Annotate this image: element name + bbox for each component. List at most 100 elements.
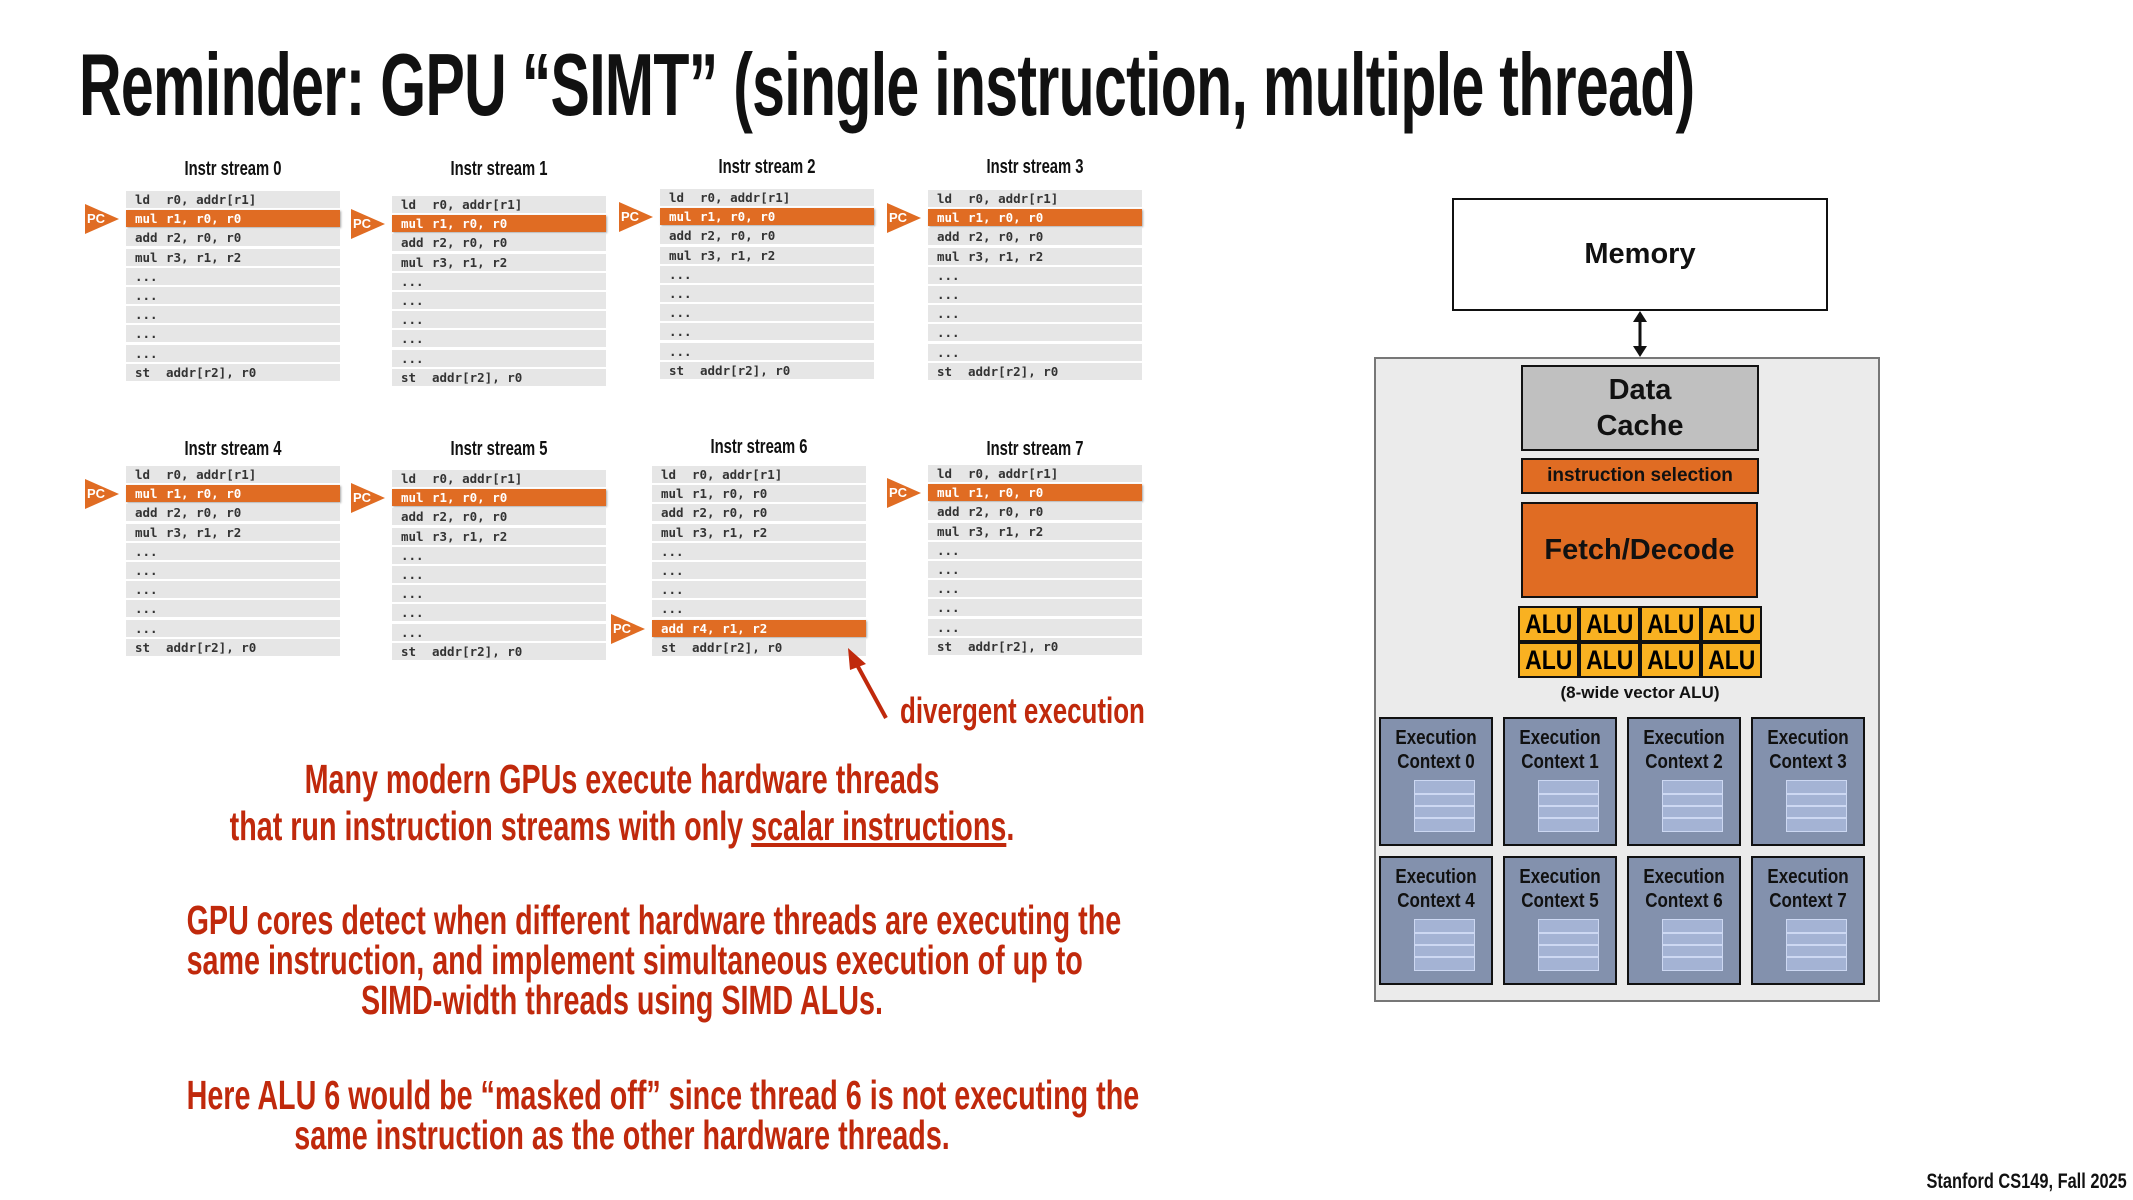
paragraph-3-line-2: same instruction as the other hardware t… [294,1112,950,1158]
alu-label: ALU [1585,644,1634,675]
program-counter-marker: PC [887,478,921,509]
operands: r3, r1, r2 [700,247,776,263]
operands: addr[r2], r0 [968,363,1059,379]
p1-underlined: scalar instructions [751,803,1007,849]
operands: r0, addr[r1] [166,192,257,207]
opcode: mul [661,486,684,502]
instruction-row: ... [126,600,340,618]
instruction-row: ... [660,323,874,341]
opcode: ld [401,471,417,486]
opcode: st [401,643,417,659]
opcode: st [661,639,677,655]
opcode: ... [937,344,960,360]
stream-title: Instr stream 5 [450,438,548,460]
operands: r0, addr[r1] [432,471,523,486]
operands: r1, r0, r0 [432,216,508,232]
opcode: ... [401,624,424,640]
context-label-line-1: Execution [1519,727,1601,749]
context-label-line-2: Context 4 [1397,890,1475,912]
operands: addr[r2], r0 [432,643,523,659]
opcode: st [135,639,151,655]
instruction-row: ... [928,599,1142,617]
instruction-row: ... [126,344,340,362]
instruction-row: ... [126,619,340,637]
operands: r2, r0, r0 [166,230,242,246]
alu-5: ALU [1579,642,1640,678]
register-file-icon [1786,780,1847,832]
instruction-row: st addr[r2], r0 [392,642,606,660]
pc-arrow-icon [887,203,921,234]
opcode: mul [937,485,960,501]
operands: r0, addr[r1] [700,190,791,205]
opcode: add [937,504,960,520]
opcode: mul [135,249,158,265]
context-label-line-2: Context 7 [1769,890,1847,912]
alu-label: ALU [1707,644,1756,675]
operands: r3, r1, r2 [166,249,242,265]
opcode: ... [669,285,692,301]
operands: addr[r2], r0 [432,369,523,385]
opcode: ... [135,287,158,303]
instruction-row: ... [928,541,1142,559]
instruction-row: mul r3, r1, r2 [126,248,340,266]
pc-arrow-icon [85,479,119,510]
operands: r0, addr[r1] [968,466,1059,481]
opcode: mul [669,247,692,263]
operands: r2, r0, r0 [692,505,768,521]
p1-prefix: that run instruction streams with only [229,803,752,849]
opcode: mul [401,254,424,270]
opcode: ... [135,620,158,636]
instruction-row: ... [652,561,866,579]
opcode: ld [937,191,953,206]
instruction-row: ... [392,349,606,367]
fetch-decode-box: Fetch/Decode [1521,502,1758,598]
operands: r2, r0, r0 [432,509,508,525]
pc-label: PC [353,490,372,506]
alu-label: ALU [1585,608,1634,639]
stream-title: Instr stream 1 [450,158,548,180]
opcode: mul [661,524,684,540]
opcode: ... [401,292,424,308]
pc-label: PC [87,486,106,502]
operands: r2, r0, r0 [166,505,242,521]
context-label-line-1: Execution [1395,866,1477,888]
paragraph-3-line-1: Here ALU 6 would be “masked off” since t… [186,1072,1140,1118]
opcode: ... [937,619,960,635]
operands: r2, r0, r0 [432,235,508,251]
operands: r2, r0, r0 [968,229,1044,245]
instruction-row: ... [928,266,1142,284]
opcode: ... [135,345,158,361]
pc-arrow-icon [85,204,119,235]
slide-title: Reminder: GPU “SIMT” (single instruction… [79,35,1695,134]
instruction-row: ... [928,580,1142,598]
context-label-line-1: Execution [1395,727,1477,749]
opcode: ... [401,273,424,289]
paragraph-1-line-1: Many modern GPUs execute hardware thread… [304,756,940,802]
operands: r3, r1, r2 [968,523,1044,539]
opcode: ... [401,350,424,366]
opcode: add [135,505,158,521]
paragraph-2-line-3: SIMD-width threads using SIMD ALUs. [361,977,883,1023]
program-counter-marker: PC [351,209,385,240]
stream-title: Instr stream 0 [184,158,282,180]
pc-label: PC [889,210,908,226]
opcode: ld [135,192,151,207]
instruction-row: ... [126,325,340,343]
program-counter-marker: PC [85,204,119,235]
operands: r1, r0, r0 [692,486,768,502]
alu-label: ALU [1707,608,1756,639]
opcode: mul [135,486,158,502]
